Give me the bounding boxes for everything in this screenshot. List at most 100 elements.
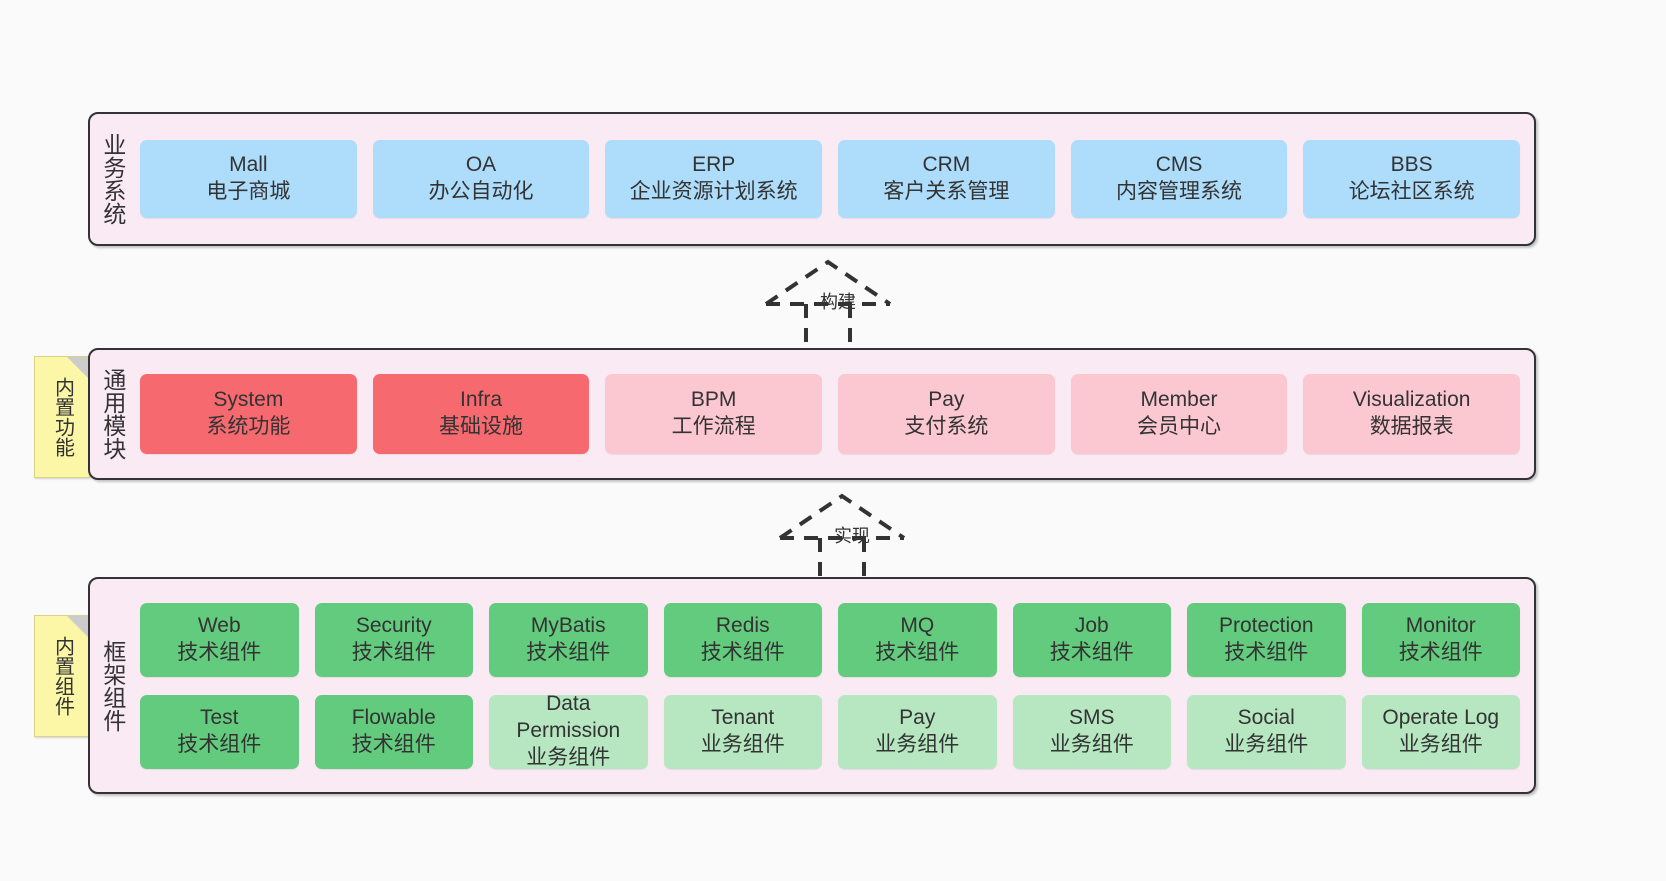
box-name: CMS [1155,153,1203,177]
component-box-web[interactable]: Web 技术组件 [140,602,299,677]
business-box-mall[interactable]: Mall 电子商城 [140,140,357,218]
note-label: 内置功能 [51,377,74,457]
component-box-redis[interactable]: Redis 技术组件 [663,602,822,677]
note-builtin-component: 内置组件 [34,615,90,737]
arrow-implement-shape [778,493,906,580]
box-desc: 技术组件 [700,640,785,664]
box-desc: 业务组件 [700,732,785,756]
business-box-bbs[interactable]: BBS 论坛社区系统 [1303,140,1521,218]
box-desc: 支付系统 [904,415,989,438]
arrow-implement-label: 实现 [834,526,870,546]
note-label: 内置组件 [51,636,74,716]
box-desc: 系统功能 [206,415,291,438]
modules-box-row: System 系统功能 Infra 基础设施 BPM 工作流程 Pay 支付系统… [140,374,1521,454]
module-box-visualization[interactable]: Visualization 数据报表 [1303,374,1521,454]
box-name: Pay [928,388,965,412]
note-fold-icon [67,616,89,638]
component-box-security[interactable]: Security 技术组件 [314,602,473,677]
layer-modules-title: 通用模块 [99,368,126,460]
box-desc: 业务组件 [1049,732,1134,756]
component-box-pay[interactable]: Pay 业务组件 [838,694,997,769]
arrow-build: 构建 [758,256,908,346]
box-name: Redis [715,613,770,637]
layer-common-modules: 通用模块 System 系统功能 Infra 基础设施 BPM 工作流程 Pay… [88,348,1536,480]
box-name: CRM [922,153,971,177]
box-name: Tenant [711,705,775,729]
business-box-cms[interactable]: CMS 内容管理系统 [1070,140,1288,218]
box-desc: 基础设施 [439,415,523,438]
box-name: SMS [1068,705,1115,729]
component-box-mq[interactable]: MQ 技术组件 [838,602,997,677]
box-desc: 技术组件 [1224,640,1309,664]
box-name: Protection [1218,613,1314,637]
component-box-flowable[interactable]: Flowable 技术组件 [314,694,473,769]
box-desc: 会员中心 [1137,415,1222,438]
box-desc: 内容管理系统 [1116,180,1243,203]
box-name: Job [1074,613,1109,637]
business-box-crm[interactable]: CRM 客户关系管理 [838,140,1055,218]
box-name: Social [1237,705,1295,729]
box-desc: 技术组件 [526,640,611,664]
business-box-row: Mall 电子商城 OA 办公自动化 ERP 企业资源计划系统 CRM 客户关系… [140,140,1521,218]
component-box-data-permission[interactable]: Data Permission 业务组件 [489,692,648,769]
box-desc: 业务组件 [875,732,960,756]
component-box-sms[interactable]: SMS 业务组件 [1012,694,1171,769]
layer-modules-body: System 系统功能 Infra 基础设施 BPM 工作流程 Pay 支付系统… [134,350,1534,478]
box-desc: 技术组件 [351,640,436,664]
layer-framework-title: 框架组件 [99,639,126,732]
layer-business-title: 业务系统 [99,133,126,225]
arrow-head-triangle [778,493,906,540]
box-name: ERP [692,153,736,177]
module-box-system[interactable]: System 系统功能 [140,374,357,454]
module-box-member[interactable]: Member 会员中心 [1070,374,1288,454]
arrow-build-label: 构建 [820,292,856,312]
layer-framework-components: 框架组件 Web 技术组件 Security 技术组件 MyBatis 技术组件… [88,577,1536,794]
business-box-erp[interactable]: ERP 企业资源计划系统 [605,140,823,218]
business-box-oa[interactable]: OA 办公自动化 [372,140,590,218]
framework-tech-row: Web 技术组件 Security 技术组件 MyBatis 技术组件 Redi… [140,602,1520,677]
box-name: Operate Log [1382,705,1500,729]
box-desc: 技术组件 [875,640,960,664]
box-name: Monitor [1405,613,1476,637]
box-name: MQ [900,613,935,637]
box-desc: 技术组件 [177,640,262,664]
box-name: Data Permission [516,692,621,743]
box-name: Web [197,613,241,637]
box-name: OA [465,153,497,177]
box-name: Member [1140,388,1218,412]
arrow-build-shape [764,259,892,346]
box-desc: 业务组件 [1398,732,1483,756]
box-name: Visualization [1352,388,1471,412]
box-name: BPM [690,388,737,412]
module-box-bpm[interactable]: BPM 工作流程 [605,374,823,454]
box-name: Security [355,613,432,637]
box-desc: 技术组件 [177,732,262,756]
component-box-monitor[interactable]: Monitor 技术组件 [1361,602,1520,677]
note-builtin-function: 内置功能 [34,356,90,478]
layer-business-body: Mall 电子商城 OA 办公自动化 ERP 企业资源计划系统 CRM 客户关系… [134,114,1534,244]
box-name: BBS [1390,153,1433,177]
box-name: Infra [459,388,503,412]
component-box-tenant[interactable]: Tenant 业务组件 [663,694,822,769]
component-box-test[interactable]: Test 技术组件 [140,694,299,769]
box-desc: 数据报表 [1369,415,1454,438]
box-desc: 工作流程 [671,415,756,438]
note-fold-icon [67,357,89,379]
component-box-mybatis[interactable]: MyBatis 技术组件 [489,602,648,677]
box-name: Mall [229,153,268,177]
component-box-operate-log[interactable]: Operate Log 业务组件 [1361,694,1520,769]
module-box-pay[interactable]: Pay 支付系统 [838,374,1055,454]
arrow-head-triangle [764,259,892,306]
box-desc: 技术组件 [351,732,436,756]
component-box-job[interactable]: Job 技术组件 [1012,602,1171,677]
component-box-protection[interactable]: Protection 技术组件 [1187,602,1346,677]
box-desc: 技术组件 [1398,640,1483,664]
component-box-social[interactable]: Social 业务组件 [1187,694,1346,769]
module-box-infra[interactable]: Infra 基础设施 [372,374,590,454]
layer-framework-body: Web 技术组件 Security 技术组件 MyBatis 技术组件 Redi… [134,579,1534,792]
arrow-implement: 实现 [772,490,922,580]
box-name: Flowable [351,705,436,729]
framework-biz-row: Test 技术组件 Flowable 技术组件 Data Permission … [140,692,1520,769]
box-desc: 企业资源计划系统 [629,180,798,203]
box-desc: 电子商城 [206,180,291,203]
